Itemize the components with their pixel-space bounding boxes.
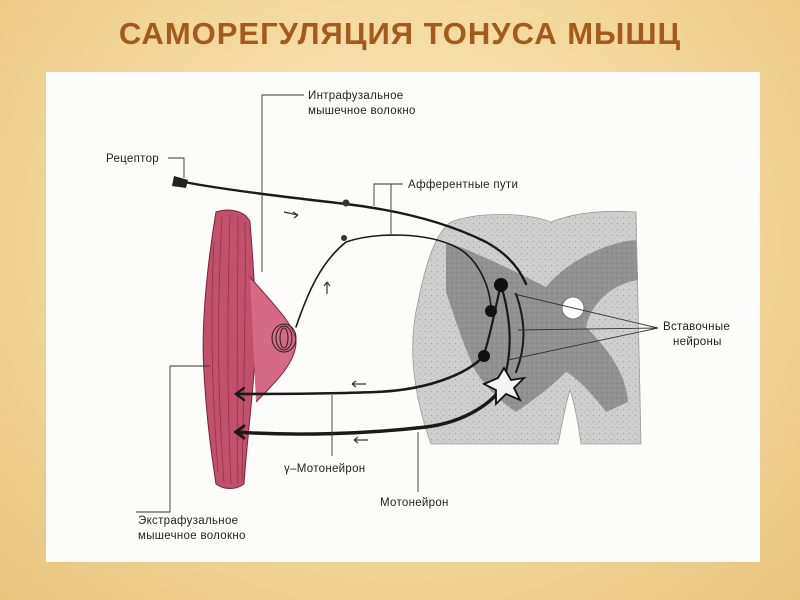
- label-interneurons-2: нейроны: [673, 336, 722, 348]
- interneuron-link-3: [515, 293, 525, 373]
- extrafusal-muscle-body: [202, 209, 257, 489]
- alpha-motor-axon: [234, 382, 506, 436]
- spindle-coil: [271, 323, 297, 353]
- label-motoneuron: Мотонейрон: [380, 497, 449, 509]
- leader-afferent: [373, 183, 403, 234]
- label-extrafusal-2: мышечное волокно: [138, 530, 246, 542]
- nerve-pathways: [182, 180, 528, 440]
- label-intrafusal-1: Интрафузальное: [308, 90, 403, 102]
- label-afferent: Афферентные пути: [408, 179, 518, 191]
- receptor: [172, 176, 350, 241]
- interneuron-link-1: [482, 283, 503, 356]
- interneuron-3: [478, 350, 490, 362]
- leader-interneurons: [507, 293, 659, 361]
- arrow-gamma: [351, 380, 366, 388]
- leader-intrafusal: [261, 94, 304, 272]
- leader-receptor: [168, 157, 185, 178]
- interneuron-1: [494, 278, 508, 292]
- interneuron-2: [485, 305, 497, 317]
- alpha-motoneuron: [481, 366, 527, 407]
- extrafusal-muscle: [202, 209, 297, 489]
- ganglion-lower: [341, 235, 347, 241]
- leader-extrafusal: [136, 366, 171, 513]
- label-gamma-motoneuron: γ–Мотонейрон: [284, 463, 365, 475]
- leader-lines: [136, 94, 659, 513]
- gamma-motor-axon: [234, 354, 486, 396]
- afferent-path-upper: [182, 180, 528, 286]
- intrafusal-spindle: [249, 276, 297, 403]
- reflex-diagram: Интрафузальное мышечное волокно Рецептор…: [106, 90, 730, 542]
- slide-title: САМОРЕГУЛЯЦИЯ ТОНУСА МЫШЦ: [118, 16, 682, 51]
- receptor-ending: [172, 176, 188, 188]
- afferent-path-lower: [295, 234, 492, 328]
- spinal-neurons: [478, 278, 527, 407]
- end-plate-gamma: [234, 386, 246, 402]
- ganglion-upper: [342, 199, 350, 207]
- arrow-alpha: [353, 436, 368, 444]
- spinal-cord: [412, 210, 642, 445]
- diagram-panel: Интрафузальное мышечное волокно Рецептор…: [46, 72, 760, 562]
- label-receptor: Рецептор: [106, 153, 159, 165]
- arrow-spindle: [323, 281, 331, 294]
- arrow-afferent: [283, 211, 299, 219]
- spinal-cord-gray-matter: [446, 240, 638, 412]
- end-plate-alpha: [233, 424, 246, 440]
- direction-arrows: [283, 211, 368, 444]
- label-extrafusal-1: Экстрафузальное: [138, 515, 238, 527]
- label-interneurons-1: Вставочные: [663, 321, 730, 333]
- label-intrafusal-2: мышечное волокно: [308, 105, 416, 117]
